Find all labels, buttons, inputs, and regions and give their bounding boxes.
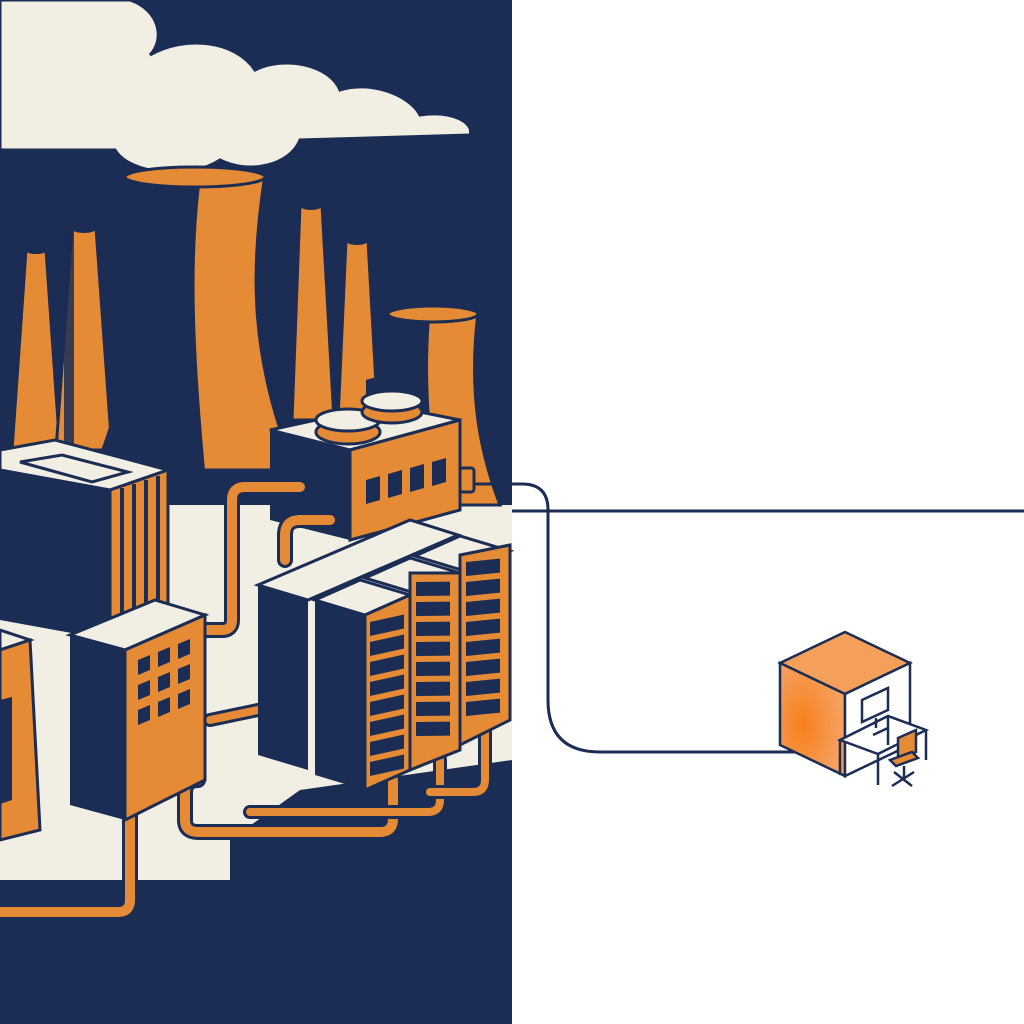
- rack-slot: [416, 581, 450, 596]
- rack-slot: [466, 698, 500, 716]
- rack-slot: [416, 721, 450, 736]
- power-unit-windows: [366, 458, 446, 504]
- cooling-tower-large: [92, 165, 298, 472]
- monitor-icon: [860, 686, 890, 737]
- rack-slot: [466, 678, 500, 696]
- pipe-connector: [206, 706, 262, 724]
- rack-slot: [416, 621, 450, 636]
- rack-slot: [416, 601, 450, 616]
- stack-3-rim: [299, 200, 323, 210]
- cloud-body: [0, 0, 473, 174]
- remote-office-cube: [777, 630, 930, 788]
- rack-slot: [370, 674, 404, 696]
- building-mid: [65, 598, 210, 823]
- left-edge-door: [0, 697, 12, 804]
- rack-slot: [416, 661, 450, 676]
- desk-icon: [836, 714, 930, 785]
- building-tall-front: [0, 470, 110, 640]
- building-tall-roof-cap: [19, 453, 134, 484]
- building-left-edge: [0, 628, 42, 842]
- rack-drive-slots: [370, 558, 500, 776]
- smoke-cloud: [0, 0, 475, 174]
- rack-slot: [370, 734, 404, 756]
- tower-shadow: [95, 175, 205, 470]
- vent-2-top: [360, 389, 424, 413]
- server-cluster: [253, 518, 515, 793]
- rack-slot: [370, 694, 404, 716]
- stack-1-rim: [25, 246, 47, 254]
- rack-slot: [466, 618, 500, 636]
- pipe-lower-3: [426, 726, 489, 796]
- connection-cable: [474, 482, 810, 754]
- stack-4-rim: [345, 235, 369, 245]
- rack-slot: [466, 558, 500, 576]
- chair-icon: [887, 728, 921, 788]
- rack-back-front: [258, 585, 308, 770]
- smokestacks: [10, 200, 380, 452]
- rack-slot: [466, 598, 500, 616]
- rack-slot: [466, 658, 500, 676]
- rack-slot: [416, 681, 450, 696]
- rack-1-front: [315, 600, 365, 790]
- rack-back-top: [253, 518, 463, 602]
- power-unit: [269, 376, 476, 542]
- rack-slot: [466, 578, 500, 596]
- rack-slot: [416, 701, 450, 716]
- stack-2-rim: [71, 223, 97, 233]
- rack-slot: [370, 654, 404, 676]
- rack-slot: [370, 614, 404, 636]
- building-mid-front: [70, 635, 125, 820]
- rack-slot: [370, 714, 404, 736]
- pipe-middle: [280, 515, 335, 565]
- building-mid-window-grid: [138, 639, 190, 725]
- rack-slot: [370, 754, 404, 776]
- pipe-lower-2: [246, 756, 444, 816]
- pipe-upper: [195, 482, 305, 635]
- rack-slot: [416, 641, 450, 656]
- tower-rim: [123, 165, 267, 189]
- small-tower-rim: [386, 304, 480, 324]
- power-unit-side: [348, 418, 462, 542]
- cable-port: [458, 466, 476, 494]
- rack-slot: [370, 634, 404, 656]
- rack-slot: [466, 638, 500, 656]
- stack-2-shade: [64, 228, 74, 450]
